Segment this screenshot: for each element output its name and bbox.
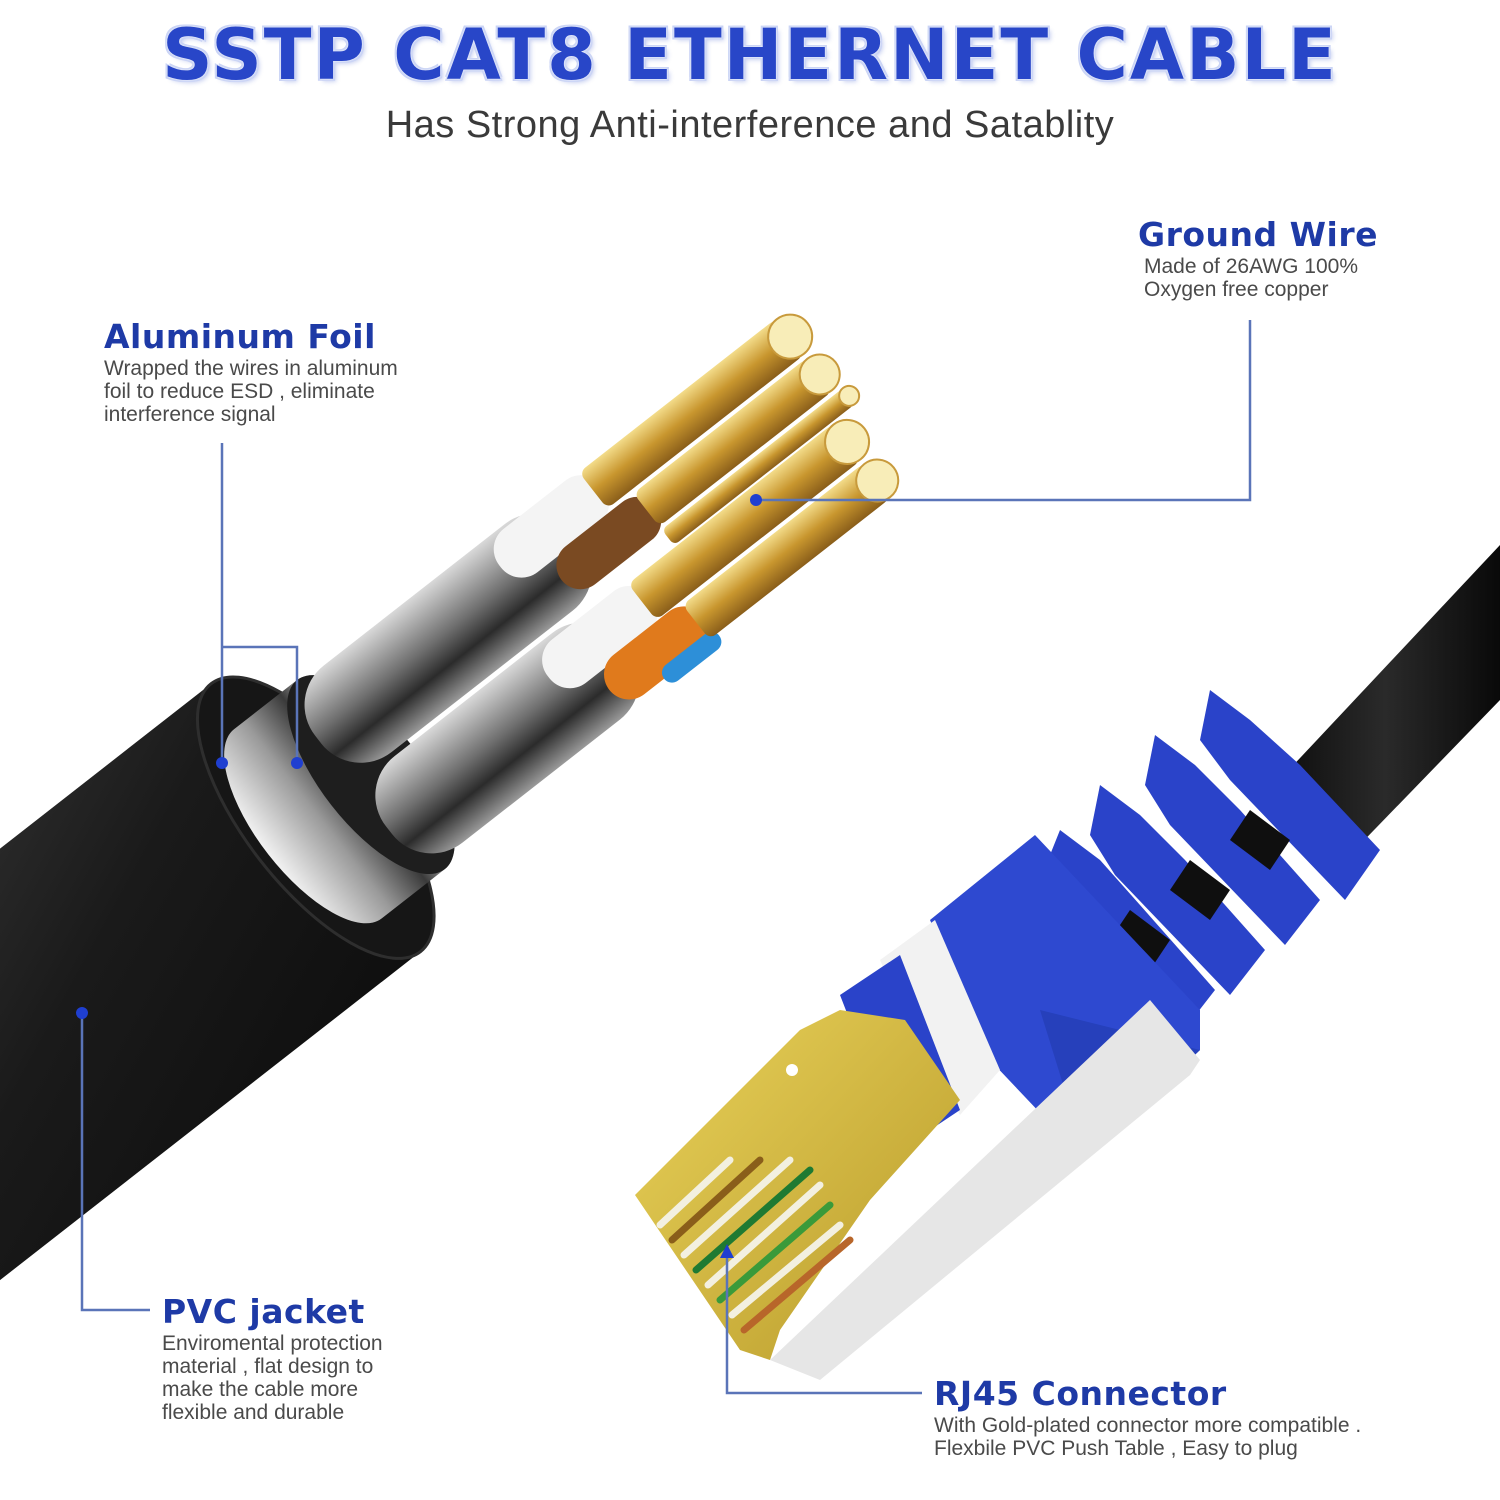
ground-wire-dot	[750, 494, 762, 506]
rj45-connector-callout: RJ45 Connector With Gold-plated connecto…	[934, 1374, 1361, 1460]
cable-tail	[1270, 545, 1500, 860]
rj45-connector-title: RJ45 Connector	[934, 1374, 1227, 1413]
aluminum-foil-desc-line: foil to reduce ESD , eliminate	[104, 380, 375, 403]
pvc-jacket-callout: PVC jacket Enviromental protection mater…	[162, 1292, 383, 1424]
ground-wire-callout-line	[756, 320, 1252, 502]
rj45-connector-desc-line: With Gold-plated connector more compatib…	[934, 1414, 1362, 1437]
aluminum-foil-desc-line: interference signal	[104, 403, 276, 426]
pvc-jacket-desc-line: make the cable more	[162, 1378, 359, 1401]
pvc-jacket-desc-line: flexible and durable	[162, 1401, 345, 1424]
foil-dot-1	[216, 757, 228, 769]
pvc-jacket-desc-line: Enviromental protection	[162, 1332, 383, 1355]
rj45-dot	[720, 1244, 734, 1258]
rj45-callout-line	[725, 1250, 922, 1395]
ground-wire-callout: Ground Wire Made of 26AWG 100% Oxygen fr…	[1138, 215, 1378, 301]
cable-cross-section	[0, 313, 900, 1395]
pvc-jacket-title: PVC jacket	[162, 1292, 365, 1331]
ground-wire-title: Ground Wire	[1138, 215, 1378, 254]
page-title: SSTP CAT8 ETHERNET CABLE	[162, 14, 1338, 96]
pvc-jacket-desc-line: material , flat design to	[162, 1355, 374, 1378]
foil-dot-2	[291, 757, 303, 769]
ground-wire-desc-line: Made of 26AWG 100%	[1144, 255, 1358, 278]
pvc-jacket	[0, 676, 435, 1395]
pvc-dot	[76, 1007, 88, 1019]
page-subtitle: Has Strong Anti-interference and Satabli…	[385, 104, 1115, 146]
aluminum-foil-title: Aluminum Foil	[104, 317, 376, 356]
aluminum-foil-desc-line: Wrapped the wires in aluminum	[104, 357, 398, 380]
rj45-plug	[635, 690, 1380, 1380]
rj45-connector-desc-line: Flexbile PVC Push Table , Easy to plug	[934, 1437, 1298, 1460]
aluminum-foil-callout: Aluminum Foil Wrapped the wires in alumi…	[104, 317, 398, 426]
ground-wire-desc-line: Oxygen free copper	[1144, 278, 1329, 301]
pvc-jacket-callout-line	[80, 1013, 150, 1312]
